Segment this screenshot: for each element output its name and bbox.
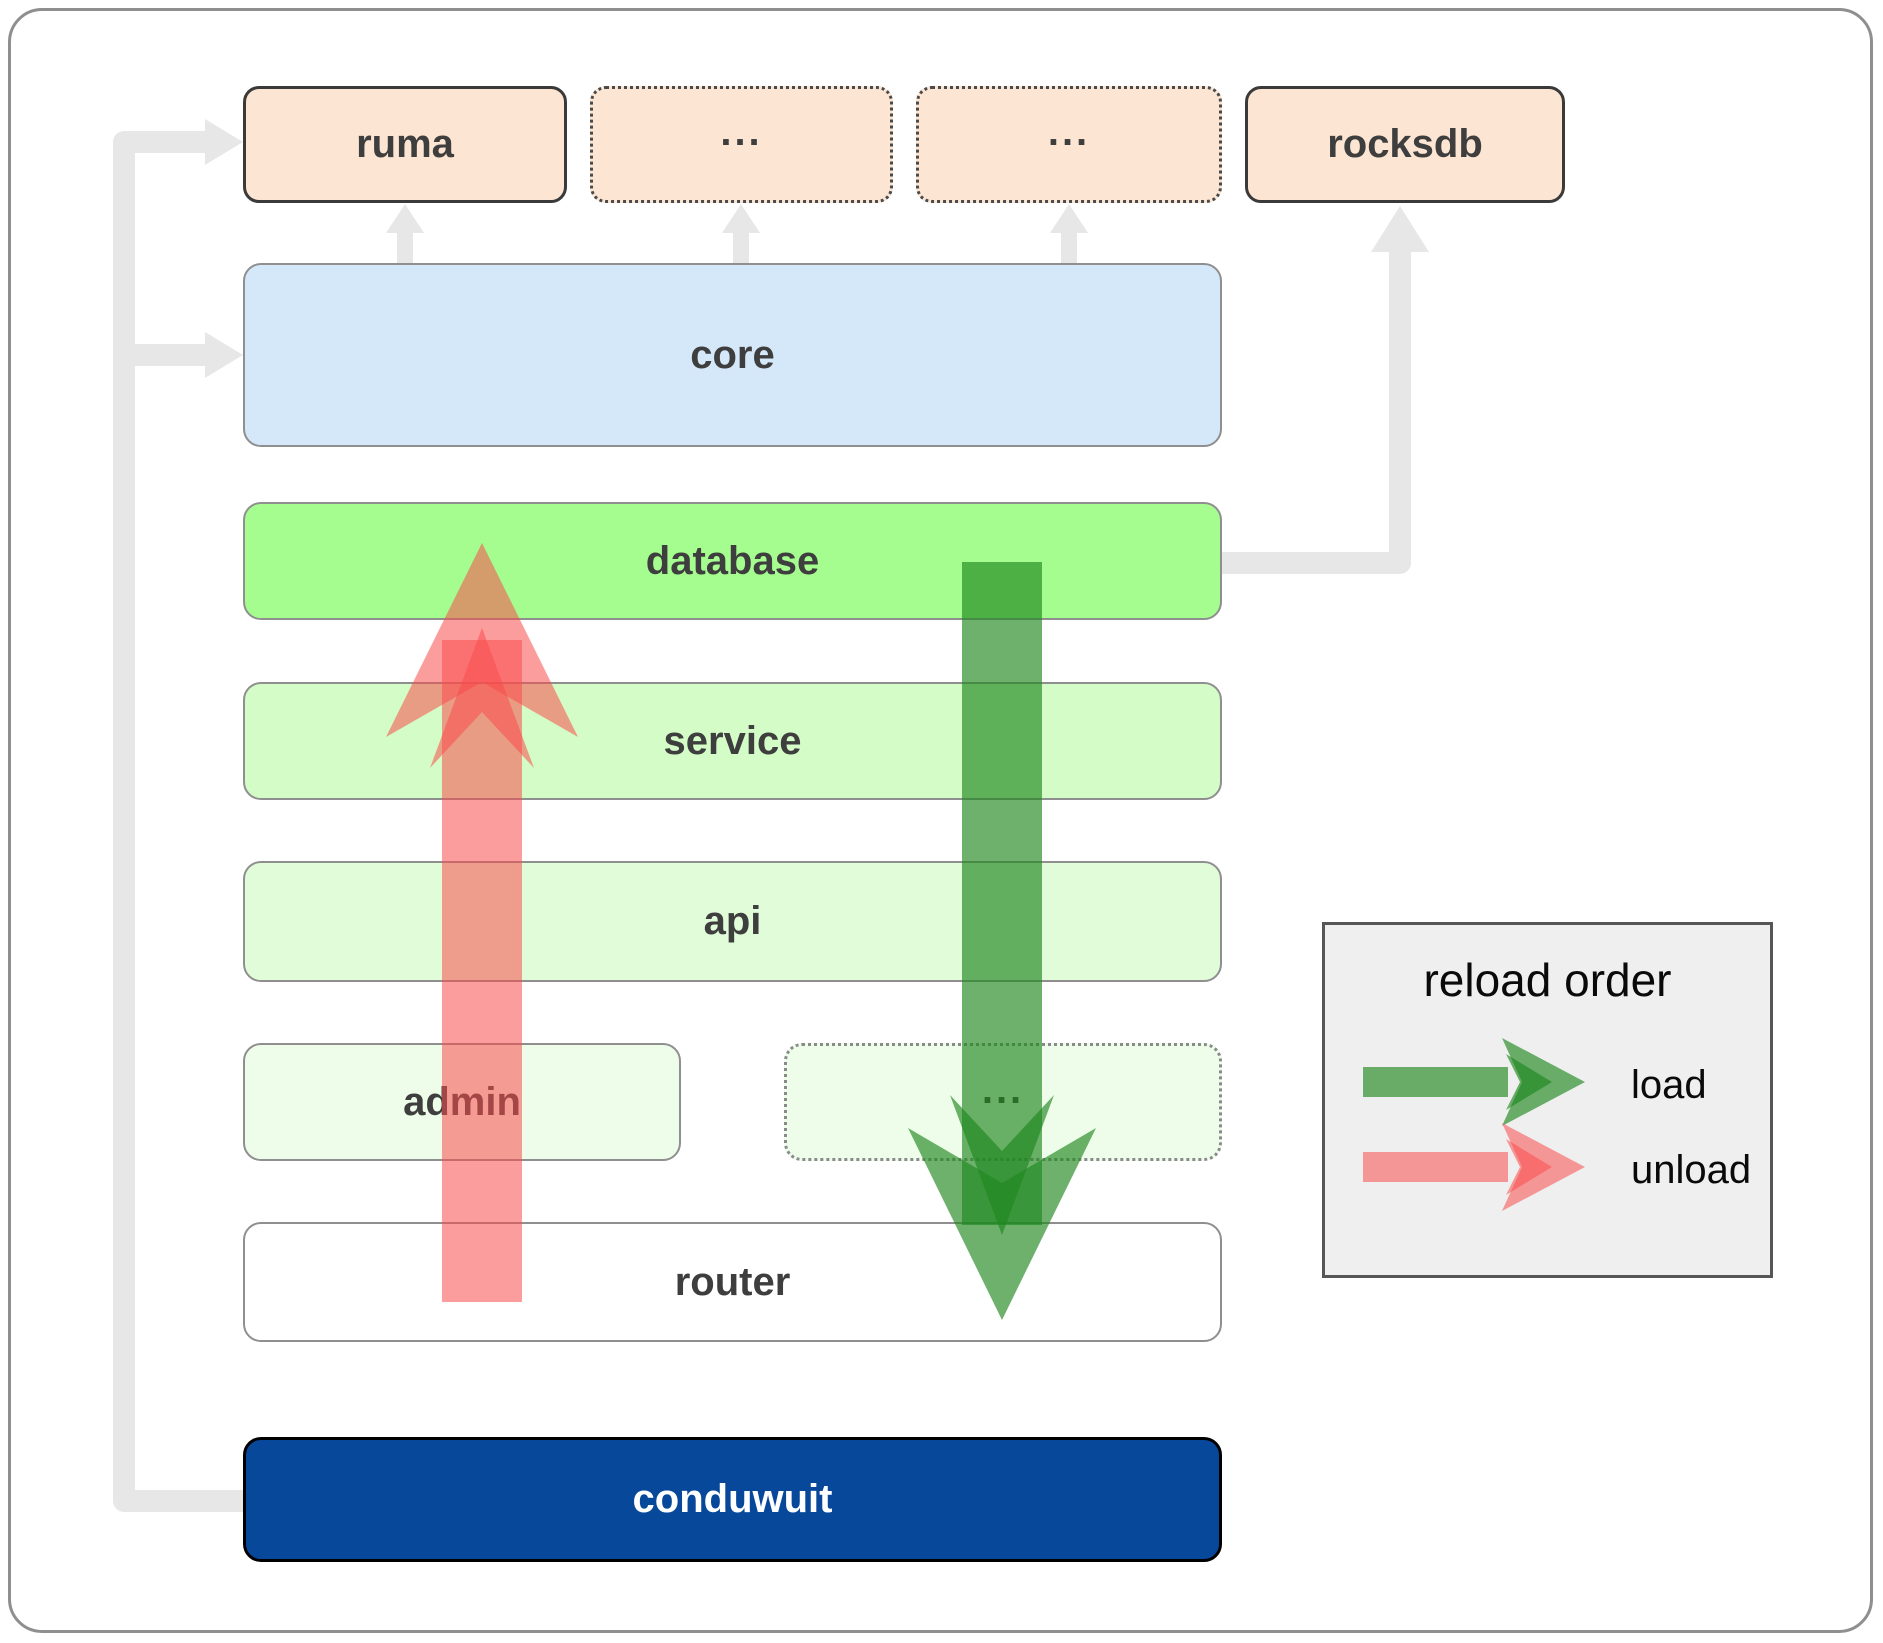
legend-title: reload order xyxy=(1423,954,1672,1006)
legend-load-label: load xyxy=(1631,1063,1707,1107)
legend-unload-label: unload xyxy=(1631,1148,1752,1192)
box-database-label: database xyxy=(645,538,820,583)
box-conduwuit: conduwuit xyxy=(243,1437,1222,1562)
box-rocksdb: rocksdb xyxy=(1245,86,1565,203)
box-top-ellipsis-2-label: ... xyxy=(1047,110,1091,154)
box-router-label: router xyxy=(674,1259,791,1304)
box-ruma-label: ruma xyxy=(356,122,454,166)
box-admin-ellipsis: ... xyxy=(784,1043,1222,1161)
box-top-ellipsis-2: ... xyxy=(916,86,1222,203)
box-admin-ellipsis-label: ... xyxy=(981,1067,1025,1112)
box-conduwuit-label: conduwuit xyxy=(632,1477,833,1521)
box-api-label: api xyxy=(703,899,762,943)
box-router: router xyxy=(243,1222,1222,1342)
box-admin: admin xyxy=(243,1043,681,1161)
box-ruma: ruma xyxy=(243,86,567,203)
box-database: database xyxy=(243,502,1222,620)
box-core-label: core xyxy=(690,332,775,377)
box-rocksdb-label: rocksdb xyxy=(1327,122,1483,166)
legend-panel: reload order load unload xyxy=(1322,922,1773,1278)
box-service: service xyxy=(243,682,1222,800)
box-core: core xyxy=(243,263,1222,447)
box-admin-label: admin xyxy=(403,1079,521,1124)
box-service-label: service xyxy=(663,718,802,763)
box-api: api xyxy=(243,861,1222,982)
box-top-ellipsis-1-label: ... xyxy=(720,110,763,154)
box-top-ellipsis-1: ... xyxy=(590,86,893,203)
diagram-border xyxy=(8,8,1873,1633)
